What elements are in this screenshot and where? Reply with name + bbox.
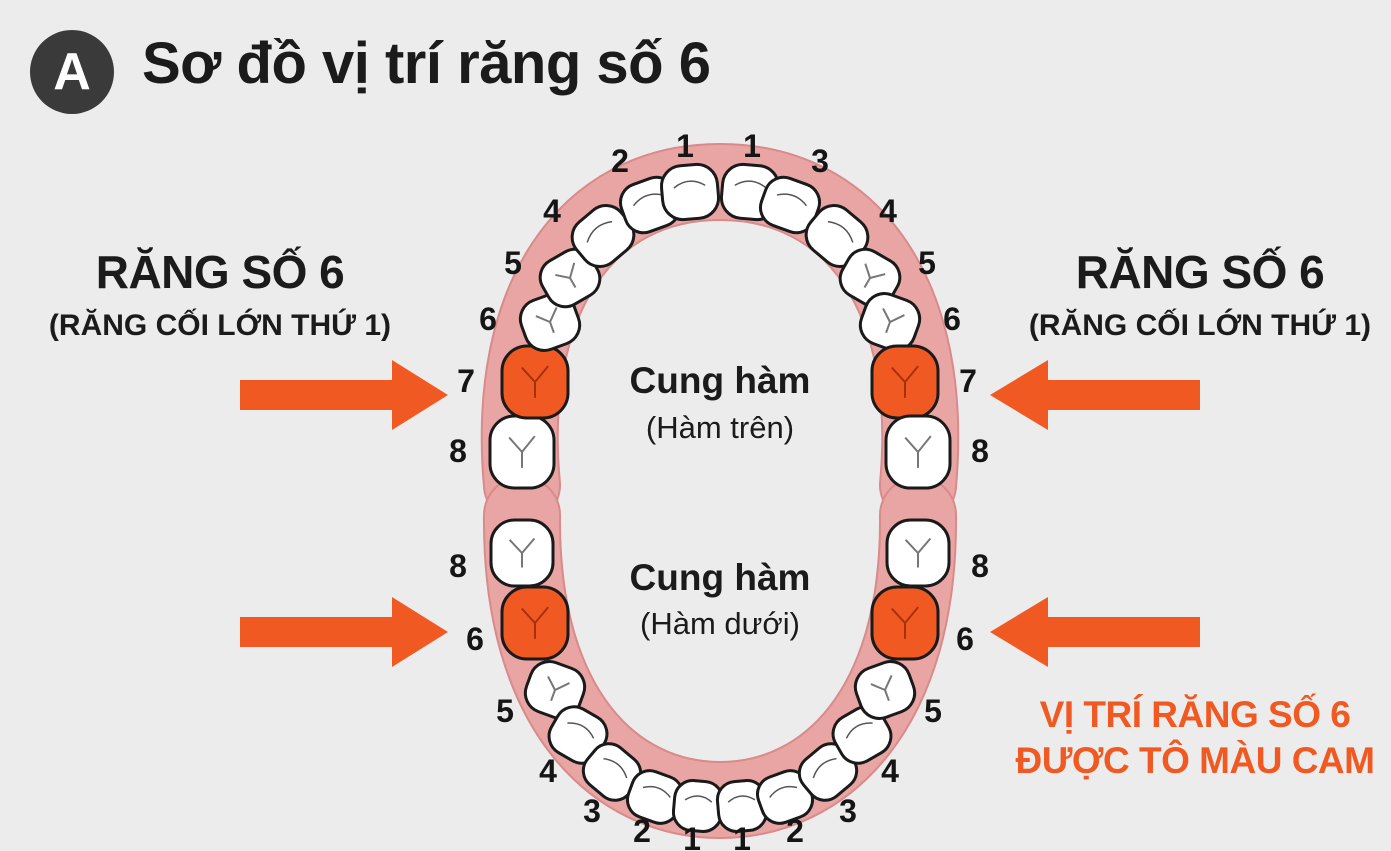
- lower-right-number-label: 3: [839, 793, 857, 829]
- upper-right-number-label: 5: [918, 245, 936, 281]
- tooth-edge: [734, 180, 767, 189]
- lower-right-number-label: 1: [733, 821, 751, 851]
- lower-left-tooth-8: [489, 518, 555, 588]
- tooth-edge: [684, 795, 713, 803]
- upper-left-number-label: 7: [457, 363, 475, 399]
- upper-jaw-title: Cung hàm: [630, 360, 811, 401]
- upper-left-arrow-icon: [240, 360, 448, 430]
- upper-left-number-label: 5: [504, 245, 522, 281]
- note-line-1: VỊ TRÍ RĂNG SỐ 6: [1039, 694, 1351, 735]
- tooth-groove: [882, 307, 905, 334]
- lower-left-number-label: 4: [539, 753, 557, 789]
- lower-left-tooth-5: [523, 660, 587, 720]
- tooth-edge: [727, 795, 756, 803]
- right-tooth-label: RĂNG SỐ 6 (RĂNG CỐI LỚN THỨ 1): [1015, 245, 1385, 343]
- upper-right-tooth-8: [884, 414, 952, 490]
- tooth-groove: [891, 365, 919, 398]
- upper-right-number-label: 1: [743, 128, 761, 164]
- tooth-edge: [567, 722, 595, 739]
- tooth-groove: [535, 307, 558, 334]
- upper-left-number-label: 6: [479, 301, 497, 337]
- tooth-groove: [863, 263, 886, 289]
- lower-right-number-label: 4: [881, 753, 899, 789]
- lower-left-number-label: 3: [583, 793, 601, 829]
- upper-right-tooth-6: [858, 292, 922, 352]
- lower-right-tooth-5: [853, 660, 917, 720]
- upper-right-number-label: 6: [943, 301, 961, 337]
- lower-left-number-label: 8: [449, 548, 467, 584]
- upper-right-number-label: 8: [971, 433, 989, 469]
- right-label-heading: RĂNG SỐ 6: [1075, 246, 1325, 298]
- upper-left-number-label: 4: [543, 193, 561, 229]
- upper-left-tooth-8: [488, 414, 556, 490]
- upper-left-number-label: 8: [449, 433, 467, 469]
- lower-left-number-label: 1: [683, 821, 701, 851]
- tooth-edge: [827, 220, 854, 243]
- lower-right-number-label: 5: [924, 693, 942, 729]
- lower-left-tooth-6-highlighted: [500, 585, 570, 661]
- left-label-sub: (RĂNG CỐI LỚN THỨ 1): [48, 309, 392, 342]
- upper-left-tooth-1: [659, 162, 721, 222]
- tooth-edge: [632, 193, 664, 207]
- lower-right-number-label: 6: [956, 621, 974, 657]
- upper-right-tooth-7-highlighted: [870, 344, 940, 420]
- tooth-groove: [870, 675, 893, 702]
- tooth-edge: [603, 757, 628, 779]
- lower-right-tooth-6-highlighted: [870, 585, 940, 661]
- upper-right-arrow-icon: [990, 360, 1200, 430]
- upper-right-number-label: 4: [879, 193, 897, 229]
- tooth-crown: [831, 705, 893, 765]
- lower-right-tooth-4: [831, 705, 893, 765]
- tooth-edge: [673, 180, 706, 189]
- tooth-groove: [904, 435, 932, 468]
- lower-left-number-label: 6: [466, 621, 484, 657]
- tooth-groove: [521, 365, 549, 398]
- lower-right-number-label: 2: [786, 813, 804, 849]
- section-badge: A: [30, 30, 114, 114]
- upper-right-number-label: 7: [959, 363, 977, 399]
- upper-right-number-label: 3: [811, 143, 829, 179]
- lower-right-arrow-icon: [990, 597, 1200, 667]
- lower-jaw-subtitle: (Hàm dưới): [640, 606, 800, 641]
- lower-right-tooth-8: [885, 518, 951, 588]
- tooth-groove: [521, 606, 549, 639]
- tooth-groove: [508, 435, 536, 468]
- lower-left-number-label: 2: [633, 813, 651, 849]
- left-tooth-label: RĂNG SỐ 6 (RĂNG CỐI LỚN THỨ 1): [30, 245, 410, 343]
- lower-right-number-label: 8: [971, 548, 989, 584]
- tooth-groove: [547, 675, 570, 702]
- tooth-edge: [642, 785, 671, 798]
- upper-left-number-label: 1: [676, 128, 694, 164]
- note-line-2: ĐƯỢC TÔ MÀU CAM: [1015, 740, 1375, 781]
- tooth-groove: [508, 537, 536, 568]
- highlight-note: VỊ TRÍ RĂNG SỐ 6 ĐƯỢC TÔ MÀU CAM: [1000, 692, 1390, 784]
- tooth-edge: [812, 757, 837, 779]
- tooth-groove: [555, 262, 577, 289]
- upper-jaw-subtitle: (Hàm trên): [646, 410, 794, 445]
- lower-right-tooth-1: [715, 779, 769, 833]
- tooth-groove: [891, 606, 919, 639]
- tooth-edge: [845, 722, 873, 739]
- tooth-edge: [769, 785, 798, 798]
- upper-left-number-label: 2: [611, 143, 629, 179]
- upper-left-tooth-7-highlighted: [500, 344, 570, 420]
- lower-left-number-label: 5: [496, 693, 514, 729]
- tooth-edge: [586, 220, 613, 243]
- right-label-sub: (RĂNG CỐI LỚN THỨ 1): [1028, 309, 1372, 342]
- left-label-heading: RĂNG SỐ 6: [95, 246, 345, 298]
- lower-left-arrow-icon: [240, 597, 448, 667]
- page-title: Sơ đồ vị trí răng số 6: [142, 31, 711, 96]
- tooth-crown: [659, 162, 721, 222]
- lower-jaw-title: Cung hàm: [630, 557, 811, 598]
- tooth-groove: [904, 537, 932, 568]
- tooth-edge: [776, 193, 808, 207]
